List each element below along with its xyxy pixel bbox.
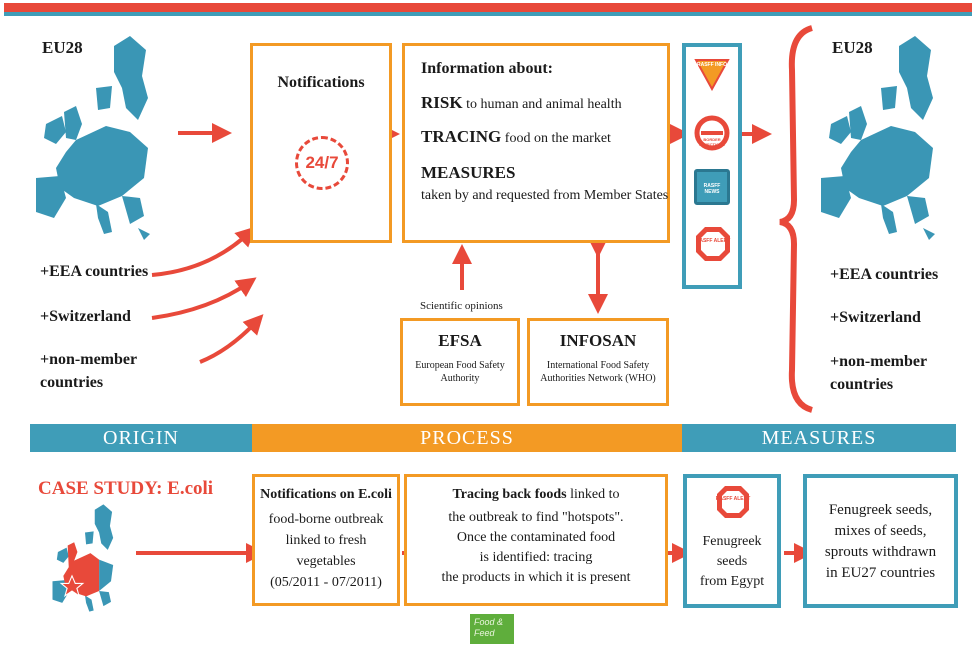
case-box1-line: food-borne outbreak — [268, 512, 384, 527]
case-notifications-box: Notifications on E.coli food-borne outbr… — [252, 474, 400, 606]
risk-text: to human and animal health — [466, 97, 622, 112]
info-tracing-row: TRACING food on the market — [421, 127, 611, 147]
case-study-title: CASE STUDY: E.coli — [38, 478, 214, 499]
infosan-subtitle: International Food Safety Authorities Ne… — [540, 360, 656, 384]
case-fenugreek-box: RASFF ALERT Fenugreek seeds from Egypt — [683, 474, 781, 608]
food-feed-line: Feed — [474, 628, 495, 638]
source-non-member: +non-member — [40, 351, 138, 368]
right-source-eea: +EEA countries — [830, 266, 939, 283]
border-rejections-sign-icon: BORDER REJECTIONS — [694, 115, 730, 151]
eu-map-left-icon — [36, 36, 150, 240]
information-box: Information about: RISK to human and ani… — [402, 43, 670, 243]
case-rasff-alert-icon: RASFF ALERT — [715, 484, 751, 520]
right-source-non-member: +non-member — [830, 353, 928, 370]
case-box1-title: Notifications on E.coli — [260, 487, 392, 502]
efsa-box: EFSA European Food Safety Authority — [400, 318, 520, 406]
rasff-info-sign-icon: RASFF INFO — [694, 57, 730, 92]
case-box3-line: seeds — [716, 554, 748, 569]
case-box4-line: mixes of seeds, — [834, 523, 927, 539]
food-feed-tag: Food & Feed — [470, 614, 514, 644]
case-box1-line: linked to fresh — [285, 533, 367, 548]
measures-key: MEASURES — [421, 163, 516, 182]
case-box2-line: Once the contaminated food — [456, 530, 616, 545]
information-title: Information about: — [421, 60, 554, 77]
process-band: PROCESS — [252, 424, 682, 452]
case-box2-title: Tracing back foods — [452, 487, 567, 502]
source-switzerland: +Switzerland — [40, 308, 131, 325]
case-box4-line: Fenugreek seeds, — [828, 502, 933, 518]
rasff-news-sign-icon: RASFF NEWS — [694, 169, 730, 205]
clock-24-7-icon: 24/7 — [295, 136, 349, 190]
case-box3-line: from Egypt — [699, 574, 765, 589]
case-box1-text: food-borne outbreak linked to fresh vege… — [255, 509, 397, 593]
efsa-subtitle: European Food Safety Authority — [415, 360, 505, 384]
info-risk-row: RISK to human and animal health — [421, 93, 622, 113]
source-eea: +EEA countries — [40, 263, 149, 280]
infosan-box: INFOSAN International Food Safety Author… — [527, 318, 669, 406]
notifications-box: Notifications 24/7 — [250, 43, 392, 243]
case-box2-text: the outbreak to find "hotspots". Once th… — [407, 508, 665, 588]
case-box4-line: sprouts withdrawn — [824, 544, 937, 560]
rasff-alert-sign-icon: RASFF ALERT — [694, 225, 732, 263]
case-tracing-box: Tracing back foods linked to the outbrea… — [404, 474, 668, 606]
case-box4-line: in EU27 countries — [825, 565, 936, 581]
case-box2-line: the outbreak to find "hotspots". — [448, 510, 624, 525]
eu-map-right-icon — [821, 36, 935, 240]
top-red-bar — [4, 3, 972, 12]
efsa-title: EFSA — [438, 331, 482, 350]
case-box1-line: (05/2011 - 07/2011) — [270, 575, 382, 590]
tracing-text: food on the market — [504, 131, 611, 146]
case-box4-text: Fenugreek seeds, mixes of seeds, sprouts… — [807, 500, 954, 584]
origin-band: ORIGIN — [30, 424, 252, 452]
food-feed-line: Food & — [474, 617, 504, 627]
case-withdrawal-box: Fenugreek seeds, mixes of seeds, sprouts… — [803, 474, 958, 608]
measures-text: taken by and requested from Member State… — [421, 188, 669, 203]
eu-map-outbreak-icon — [52, 504, 114, 612]
risk-key: RISK — [421, 93, 463, 112]
case-box3-text: Fenugreek seeds from Egypt — [687, 532, 777, 592]
rasff-signs-column: RASFF INFO BORDER REJECTIONS RASFF NEWS … — [682, 43, 742, 289]
case-box2-title-row: Tracing back foods linked to — [407, 487, 665, 503]
case-box2-line: the products in which it is present — [441, 570, 631, 585]
measures-band: MEASURES — [682, 424, 956, 452]
top-teal-bar — [4, 12, 972, 16]
infosan-title: INFOSAN — [559, 331, 637, 350]
eu-right-label: EU28 — [832, 38, 873, 57]
case-box2-line: is identified: tracing — [479, 550, 593, 565]
tracing-key: TRACING — [421, 127, 502, 146]
right-source-countries: countries — [830, 376, 894, 393]
right-source-switzerland: +Switzerland — [830, 309, 921, 326]
badge-24-7: 24/7 — [305, 153, 339, 172]
scientific-opinions-label: Scientific opinions — [420, 300, 503, 312]
notifications-title: Notifications — [277, 74, 365, 91]
case-box1-line: vegetables — [296, 554, 356, 569]
source-countries: countries — [40, 374, 104, 391]
case-box2-title-rest: linked to — [570, 487, 620, 502]
eu-left-label: EU28 — [42, 38, 83, 57]
case-box3-line: Fenugreek — [702, 534, 762, 549]
